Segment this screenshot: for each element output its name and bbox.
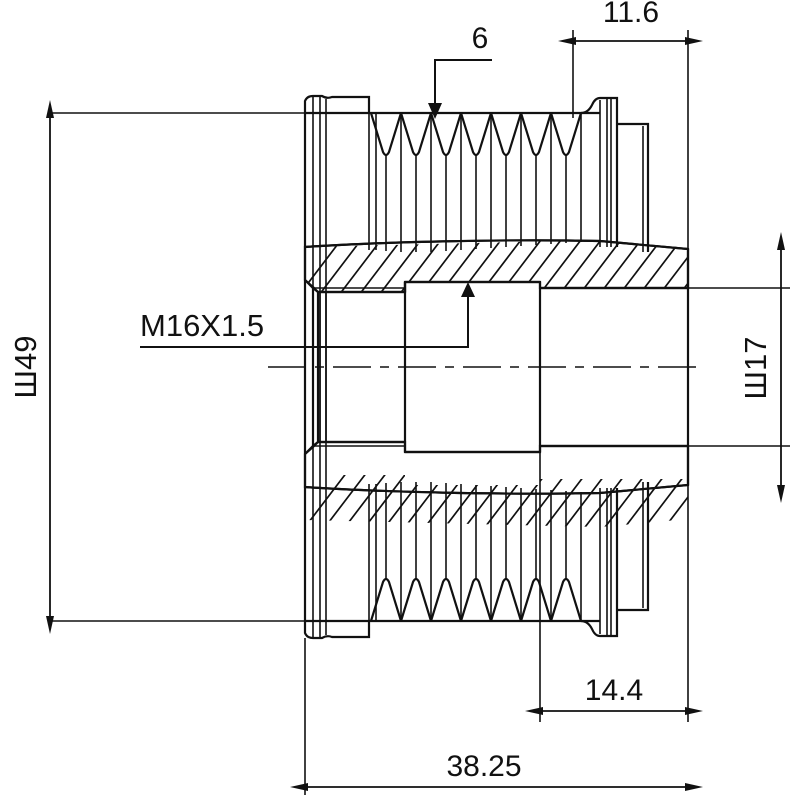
groove-root-lines-top (368, 113, 582, 252)
poly-v-grooves-top (369, 112, 583, 157)
dimension-label-bore-depth: 14.4 (585, 674, 643, 707)
dimension-outer-diameter: Ш49 (8, 100, 305, 634)
dimension-label-overall-length: 38.25 (446, 750, 521, 783)
dimension-hub-length: 11.6 (558, 0, 703, 250)
internal-bore-detail (311, 282, 690, 446)
dimension-overall-length: 38.25 (290, 638, 703, 795)
dimension-label-outer-diameter: Ш49 (8, 336, 43, 399)
dimension-label-bore-diameter: Ш17 (738, 337, 773, 400)
pulley-body-outline (303, 94, 650, 640)
callout-label-thread-spec: M16X1.5 (140, 308, 264, 343)
section-hatching-bottom (303, 440, 690, 527)
callout-thread-spec: M16X1.5 (140, 282, 475, 348)
right-flange-bottom (580, 482, 650, 638)
dimension-label-hub-length: 11.6 (603, 0, 659, 29)
section-hatching-top (303, 239, 690, 294)
hatch-lines-top (305, 240, 688, 292)
dimension-bore-depth: 14.4 (525, 446, 703, 722)
hatch-lines-bottom (305, 475, 688, 527)
callout-label-groove-count: 6 (472, 22, 489, 55)
callout-groove-count: 6 (428, 22, 492, 119)
counterbore-detail-lines (313, 287, 405, 447)
groove-root-lines-bottom (368, 482, 582, 621)
right-flange-top (580, 96, 650, 252)
dimension-bore-diameter: Ш17 (688, 232, 790, 503)
